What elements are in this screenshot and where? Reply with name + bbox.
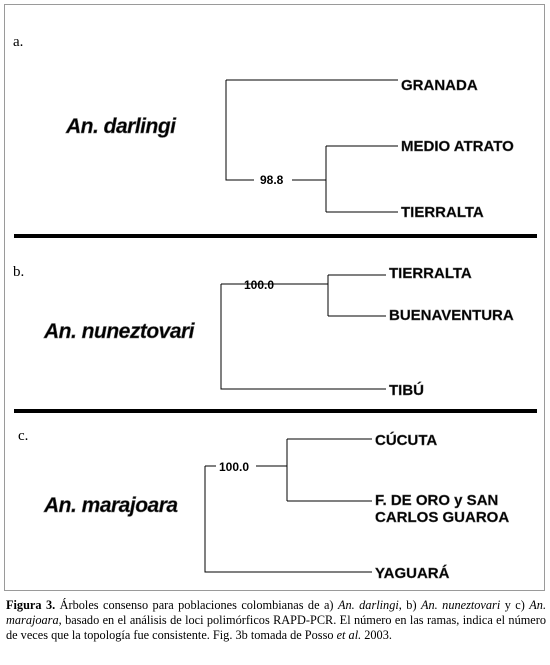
panel-c: c. An. marajoara 100.0 CÚCUTA F. DE ORO … [18, 428, 510, 582]
caption-text-4: , basado en el análisis de loci polimórf… [6, 613, 546, 643]
caption-text-5: 2003. [361, 628, 392, 643]
caption-species-1: An. darlingi [337, 598, 399, 612]
caption-species-3: An. marajoara [6, 598, 547, 628]
panel-c-support-value: 100.0 [219, 460, 249, 474]
panel-b-taxon-tibu: TIBÚ [389, 381, 424, 399]
caption-text-1: Árboles consenso para poblaciones colomb… [55, 598, 338, 612]
panel-b-taxon-buenaventura: BUENAVENTURA [389, 307, 514, 324]
figure-frame [4, 4, 545, 591]
panel-a-taxon-tierralta: TIERRALTA [401, 204, 484, 221]
panel-a-taxon-medio-atrato: MEDIO ATRATO [401, 138, 514, 155]
panel-b-letter: b. [13, 264, 24, 280]
panel-b-support-value: 100.0 [244, 278, 274, 292]
caption-label: Figura 3. [6, 598, 56, 612]
panel-a-letter: a. [13, 34, 23, 50]
panel-b: b. An. nuneztovari 100.0 TIERRALTA BUENA… [13, 264, 514, 399]
panel-b-tree-branches [220, 274, 386, 390]
panel-b-species-label: An. nuneztovari [43, 320, 196, 343]
caption-et-al: et al. [336, 628, 362, 643]
panel-a-support-background [254, 172, 292, 186]
panel-c-taxon-cucuta: CÚCUTA [375, 431, 437, 449]
panel-a-species-label: An. darlingi [65, 115, 177, 138]
caption-species-2: An. nuneztovari [421, 598, 501, 612]
panel-c-letter: c. [18, 428, 28, 444]
panel-a-taxon-granada: GRANADA [401, 77, 478, 94]
panel-c-taxon-f-de-oro-line2: CARLOS GUAROA [375, 509, 509, 526]
figure-caption: Figura 3. Árboles consenso para poblacio… [6, 598, 546, 644]
panel-c-tree-branches [204, 438, 372, 573]
caption-text-2: , b) [398, 598, 421, 612]
panel-a: a. An. darlingi 98.8 GRANADA MEDIO ATRAT… [13, 34, 514, 221]
panel-a-tree-branches [225, 79, 398, 213]
panel-b-taxon-tierralta: TIERRALTA [389, 265, 472, 282]
tree-figure: a. An. darlingi 98.8 GRANADA MEDIO ATRAT… [13, 34, 537, 582]
panel-a-support-value: 98.8 [260, 173, 284, 187]
panel-c-taxon-yaguara: YAGUARÁ [375, 565, 450, 582]
panel-c-taxon-f-de-oro-line1: F. DE ORO y SAN [375, 492, 498, 509]
caption-text-3: y c) [500, 598, 530, 612]
panel-c-support-background [216, 460, 256, 474]
panel-c-species-label: An. marajoara [43, 494, 178, 517]
